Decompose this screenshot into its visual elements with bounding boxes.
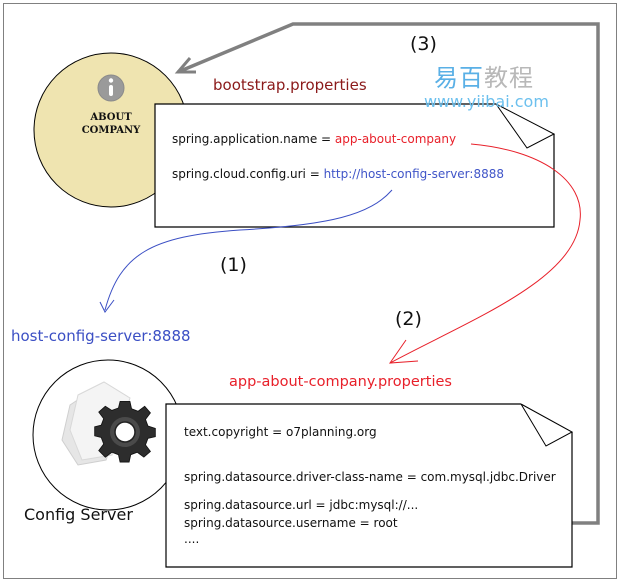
bootstrap-line-app-name: spring.application.name = app-about-comp… [172,132,456,146]
app-line-username: spring.datasource.username = root [184,516,398,530]
return-arrow-head [174,57,196,74]
step-1-label: (1) [220,254,247,276]
about-label-line2: COMPANY [81,125,141,136]
step-2-label: (2) [395,308,422,330]
blue-arrow-path [104,189,393,311]
app-line-ellipsis: .... [184,532,200,546]
gear-icon [61,381,156,466]
red-arrow-head [388,339,419,364]
bootstrap-line-config-uri: spring.cloud.config.uri = http://host-co… [172,167,504,181]
bootstrap-file-box [154,103,556,228]
return-arrow-path [177,22,600,525]
blue-arrow-head [99,299,115,313]
app-file-title: app-about-company.properties [229,374,452,390]
step-3-label: (3) [410,33,437,55]
watermark-cn-gray: 教程 [484,64,534,92]
app-line-copyright: text.copyright = o7planning.org [184,425,377,439]
config-server-label: Config Server [24,505,133,524]
watermark-chinese: 易百教程 [434,58,534,93]
bootstrap-file-title: bootstrap.properties [213,76,367,94]
config-uri-value: http://host-config-server:8888 [323,167,504,181]
config-uri-key: spring.cloud.config.uri = [172,167,324,181]
app-file-box [165,403,574,568]
about-label-line1: ABOUT [90,112,132,123]
app-name-value: app-about-company [334,132,457,146]
info-icon [97,74,125,102]
red-arrow-path [389,143,581,364]
app-line-driver: spring.datasource.driver-class-name = co… [184,470,556,484]
about-company-label: ABOUT COMPANY [73,111,149,137]
watermark-cn-blue: 易百 [434,64,484,92]
watermark-url: www.yiibai.com [424,92,549,111]
app-line-url: spring.datasource.url = jdbc:mysql://... [184,498,419,512]
diagram-frame [3,3,617,579]
app-name-key: spring.application.name = [172,132,335,146]
host-config-server-label: host-config-server:8888 [11,327,191,345]
